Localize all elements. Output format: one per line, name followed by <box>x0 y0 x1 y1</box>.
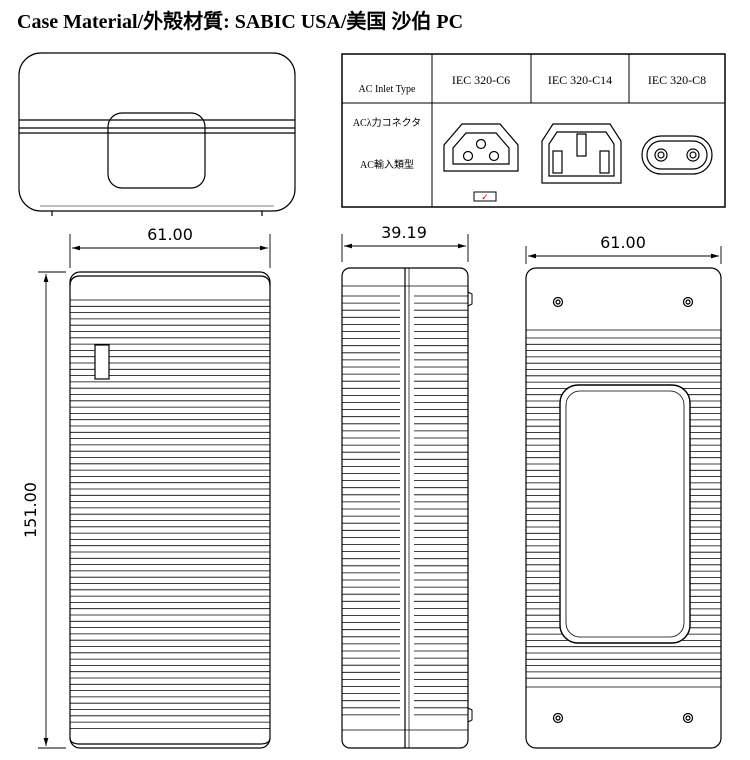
iec-c14-icon <box>541 123 622 184</box>
front-width-label: 61.00 <box>147 225 193 244</box>
back-width-label: 61.00 <box>600 233 646 252</box>
top-end-view <box>18 52 296 216</box>
selected-checkbox <box>473 191 497 202</box>
front-width-dimension <box>69 234 271 268</box>
side-depth-label: 39.19 <box>381 223 427 242</box>
back-width-dimension <box>525 246 722 264</box>
ac-inlet-table: AC Inlet Type ACλ力コネクタ AC輸入類型 IEC 320-C6… <box>341 53 726 208</box>
iec-c6-icon <box>443 123 519 172</box>
column-c8: IEC 320-C8 <box>648 73 706 87</box>
row-header-chinese: AC輸入類型 <box>360 158 414 171</box>
row-header-inlet-type: AC Inlet Type <box>359 84 416 95</box>
case-material-title: Case Material/外殻材質: SABIC USA/美国 沙伯 PC <box>17 11 464 33</box>
height-label: 151.00 <box>21 482 40 538</box>
column-c14: IEC 320-C14 <box>548 73 612 87</box>
back-view <box>525 267 722 749</box>
front-view <box>69 271 271 749</box>
column-c6: IEC 320-C6 <box>452 73 510 87</box>
row-header-japanese: ACλ力コネクタ <box>353 116 421 129</box>
iec-c8-icon <box>641 135 713 175</box>
side-view <box>341 267 473 749</box>
side-depth-dimension <box>341 234 469 262</box>
height-dimension <box>38 271 66 749</box>
check-mark-icon: ✓ <box>481 193 489 203</box>
